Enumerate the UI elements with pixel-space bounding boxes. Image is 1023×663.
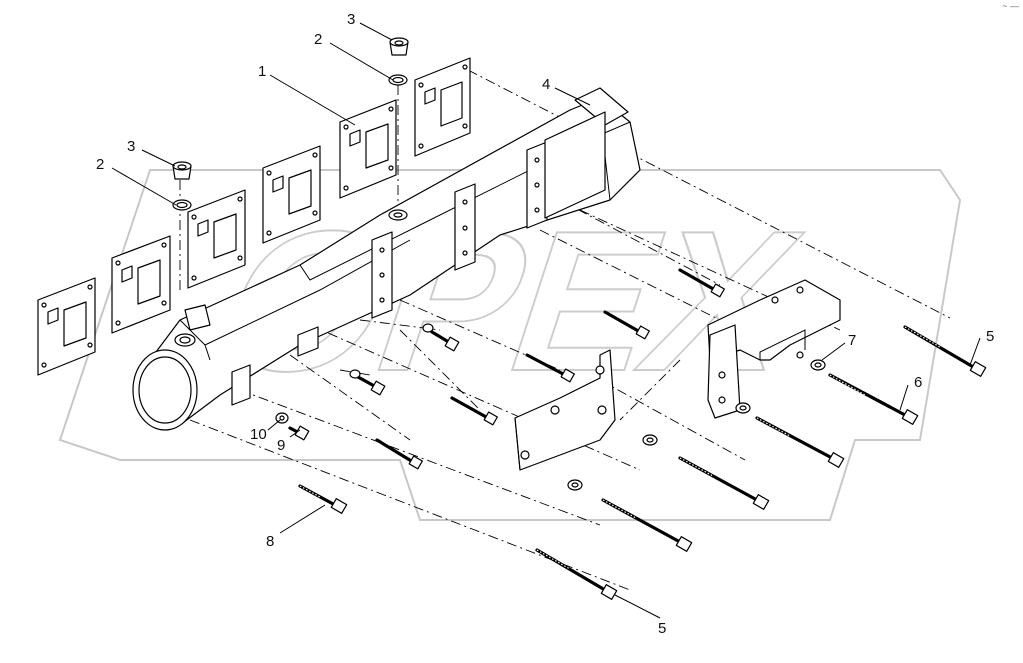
washer-7c bbox=[642, 434, 658, 446]
gasket-5 bbox=[339, 99, 397, 199]
gasket-4 bbox=[262, 145, 321, 244]
callout-5-lower: 5 bbox=[658, 620, 666, 637]
washer-7d bbox=[567, 479, 583, 491]
callout-10: 10 bbox=[250, 426, 267, 443]
bolt-upper-c bbox=[525, 353, 575, 383]
washer-upper bbox=[388, 74, 408, 86]
gasket-set bbox=[37, 57, 471, 376]
callout-2-lower: 2 bbox=[96, 156, 104, 173]
callout-8: 8 bbox=[266, 533, 274, 550]
bolt-5-lower bbox=[535, 548, 618, 600]
callout-4: 4 bbox=[542, 76, 550, 93]
leader-lines bbox=[111, 22, 981, 619]
gasket-6 bbox=[414, 57, 471, 157]
plug-lower bbox=[172, 161, 192, 180]
gasket-1 bbox=[37, 277, 96, 376]
plug-upper bbox=[389, 37, 409, 56]
small-bolt-9 bbox=[288, 425, 310, 441]
bolt-5-upper bbox=[903, 325, 987, 377]
bolt-upper-b bbox=[603, 310, 650, 340]
bolt-set bbox=[298, 268, 987, 600]
callout-3-upper: 3 bbox=[347, 11, 355, 28]
bolt-8 bbox=[298, 484, 348, 514]
bolt-6 bbox=[828, 373, 919, 425]
callout-labels: 1 2 2 3 3 4 5 5 6 7 8 9 10 bbox=[96, 11, 994, 637]
bolt-upper-d bbox=[450, 396, 498, 426]
bolt-upper-e bbox=[375, 438, 423, 470]
bolt-upper-a bbox=[678, 268, 725, 298]
callout-6: 6 bbox=[914, 374, 922, 391]
small-bolt-b bbox=[356, 375, 386, 396]
support-bracket-upper bbox=[707, 279, 841, 419]
washer-7a bbox=[810, 359, 826, 371]
washer-set bbox=[567, 359, 826, 491]
washer-7b bbox=[735, 402, 751, 414]
bolt-mid-b bbox=[678, 456, 770, 510]
callout-1: 1 bbox=[258, 63, 266, 80]
washer-lower bbox=[172, 199, 192, 211]
callout-2-upper: 2 bbox=[314, 31, 322, 48]
gasket-3 bbox=[187, 189, 246, 289]
callout-5-upper: 5 bbox=[986, 328, 994, 345]
bolt-mid-a bbox=[755, 416, 845, 468]
callout-3-lower: 3 bbox=[127, 138, 135, 155]
bolt-mid-c bbox=[601, 498, 693, 552]
callout-9: 9 bbox=[277, 437, 285, 454]
gasket-2 bbox=[111, 235, 171, 334]
corner-mark: ~ — bbox=[1002, 1, 1019, 11]
small-bolt-a bbox=[430, 330, 460, 352]
callout-7: 7 bbox=[848, 332, 856, 349]
support-bracket-lower bbox=[514, 349, 616, 471]
exhaust-manifold bbox=[132, 87, 641, 431]
